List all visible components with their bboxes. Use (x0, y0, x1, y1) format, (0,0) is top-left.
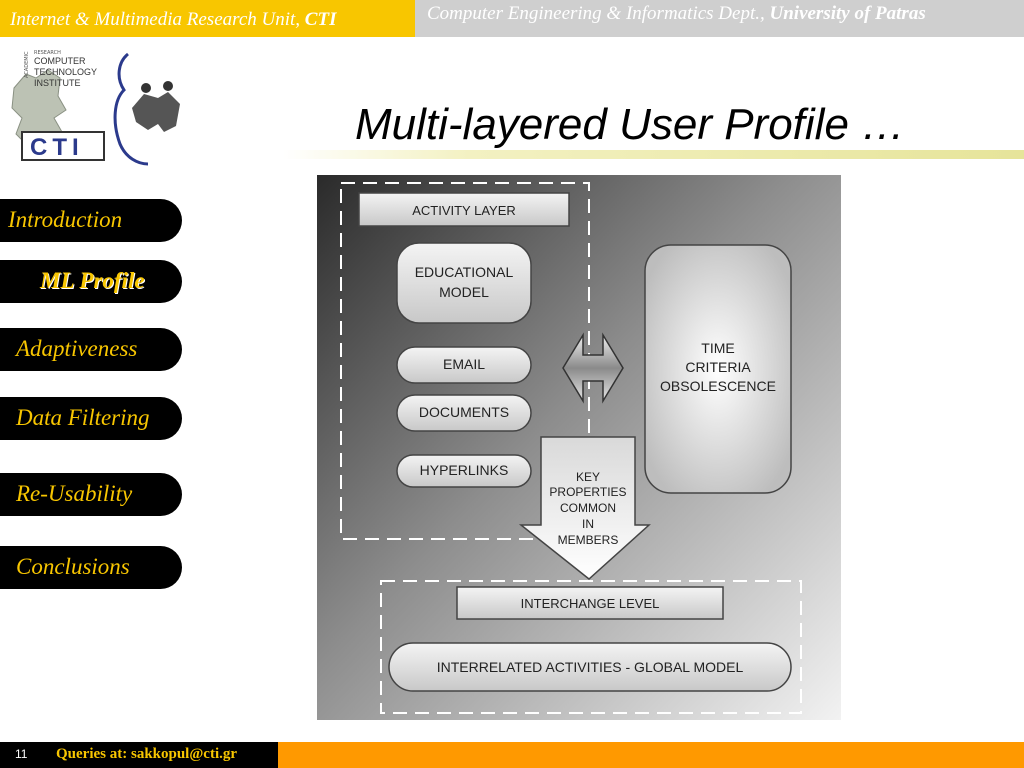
svg-text:IN: IN (582, 517, 594, 531)
logo-figure (113, 52, 149, 166)
interchange-frame (380, 580, 802, 714)
time-criteria-box: TIME CRITERIA OBSOLESCENCE (644, 244, 792, 494)
page-title: Multi-layered User Profile … (355, 100, 906, 149)
header-university: University of Patras (769, 3, 926, 24)
cti-logo: RESEARCH ACADEMIC COMPUTER TECHNOLOGY IN… (11, 50, 180, 166)
email-box: EMAIL (396, 346, 532, 384)
nav-label: Introduction (8, 207, 123, 232)
header-cti: CTI (304, 9, 337, 30)
nav-label: Data Filtering (16, 405, 150, 430)
logo-line-technology: TECHNOLOGY (34, 67, 97, 77)
documents-box: DOCUMENTS (396, 394, 532, 432)
header-dept-text: Computer Engineering & Informatics Dept.… (427, 3, 926, 24)
hyperlinks-box: HYPERLINKS (396, 454, 532, 488)
svg-text:ACTIVITY LAYER: ACTIVITY LAYER (412, 203, 516, 218)
svg-text:HYPERLINKS: HYPERLINKS (420, 462, 509, 478)
nav-label: Conclusions (16, 554, 130, 579)
svg-text:EMAIL: EMAIL (443, 356, 485, 372)
key-properties-arrow: KEY PROPERTIES COMMON IN MEMBERS (518, 436, 651, 580)
nav-label: ML Profile (40, 268, 145, 293)
svg-text:COMMON: COMMON (560, 501, 616, 515)
logo-line-computer: COMPUTER (34, 56, 86, 66)
title-underline (283, 150, 1024, 159)
svg-text:CRITERIA: CRITERIA (685, 359, 751, 375)
nav-item-data-filtering[interactable]: Data Filtering (0, 397, 182, 440)
ml-profile-diagram: ACTIVITY LAYER EDUCATIONAL MODEL EMAIL D… (317, 175, 841, 720)
logo-line-institute: INSTITUTE (34, 78, 81, 88)
interchange-level-label: INTERCHANGE LEVEL (456, 586, 724, 620)
logo-cti-text: CTI (30, 134, 84, 161)
svg-text:OBSOLESCENCE: OBSOLESCENCE (660, 378, 776, 394)
logo-academic-text: ACADEMIC (24, 51, 30, 78)
header-left-bar: Internet & Multimedia Research Unit, CTI (0, 0, 415, 37)
nav-item-conclusions[interactable]: Conclusions (0, 546, 182, 589)
nav-item-adaptiveness[interactable]: Adaptiveness (0, 328, 182, 371)
logo-research-text: RESEARCH (34, 50, 61, 56)
nav-label: Re-Usability (16, 481, 133, 506)
educational-model-box: EDUCATIONAL MODEL (396, 242, 532, 324)
svg-text:PROPERTIES: PROPERTIES (549, 485, 626, 499)
activity-layer-label: ACTIVITY LAYER (358, 192, 570, 227)
nav-item-introduction[interactable]: Introduction (0, 199, 182, 242)
nav-item-re-usability[interactable]: Re-Usability (0, 473, 182, 516)
svg-text:KEY: KEY (576, 470, 600, 484)
page-number: 11 (15, 747, 28, 761)
svg-text:INTERRELATED ACTIVITIES - GLOB: INTERRELATED ACTIVITIES - GLOBAL MODEL (437, 659, 744, 675)
svg-text:MODEL: MODEL (439, 284, 489, 300)
svg-text:INTERCHANGE LEVEL: INTERCHANGE LEVEL (521, 596, 660, 611)
map-shape (11, 69, 67, 147)
queries-contact[interactable]: Queries at: sakkopul@cti.gr (56, 746, 238, 762)
double-arrow-icon (562, 332, 624, 404)
svg-text:TIME: TIME (701, 340, 734, 356)
nav-item-ml-profile[interactable]: ML Profile (0, 260, 182, 303)
header-right-bar: Computer Engineering & Informatics Dept.… (415, 0, 1024, 37)
svg-text:MEMBERS: MEMBERS (558, 533, 619, 547)
global-model-box: INTERRELATED ACTIVITIES - GLOBAL MODEL (388, 642, 792, 692)
nav-label: Adaptiveness (16, 336, 138, 361)
svg-text:DOCUMENTS: DOCUMENTS (419, 404, 509, 420)
svg-text:EDUCATIONAL: EDUCATIONAL (415, 264, 514, 280)
footer-right-bar (278, 742, 1024, 768)
footer-left-bar: 11 Queries at: sakkopul@cti.gr (0, 742, 278, 768)
header-unit-text: Internet & Multimedia Research Unit, CTI (10, 9, 337, 30)
